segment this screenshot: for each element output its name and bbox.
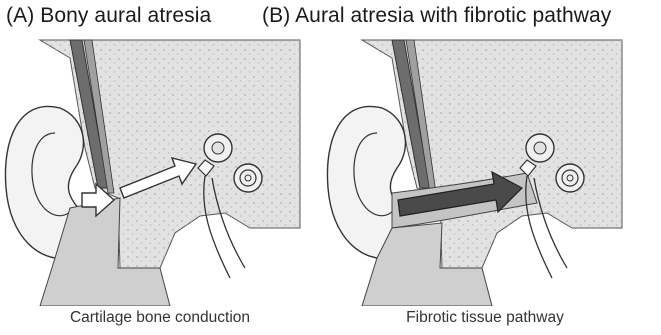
panel-b-caption: Fibrotic tissue pathway — [335, 309, 635, 327]
panel-a-caption: Cartilage bone conduction — [10, 309, 310, 327]
panel-b-ear-illustration — [322, 38, 642, 306]
panel-a-title: (A) Bony aural atresia — [6, 4, 211, 28]
panel-a-ear-illustration — [0, 38, 320, 306]
cochlea — [234, 164, 262, 192]
panel-b-title: (B) Aural atresia with fibrotic pathway — [262, 4, 611, 28]
cochlea — [556, 164, 584, 192]
